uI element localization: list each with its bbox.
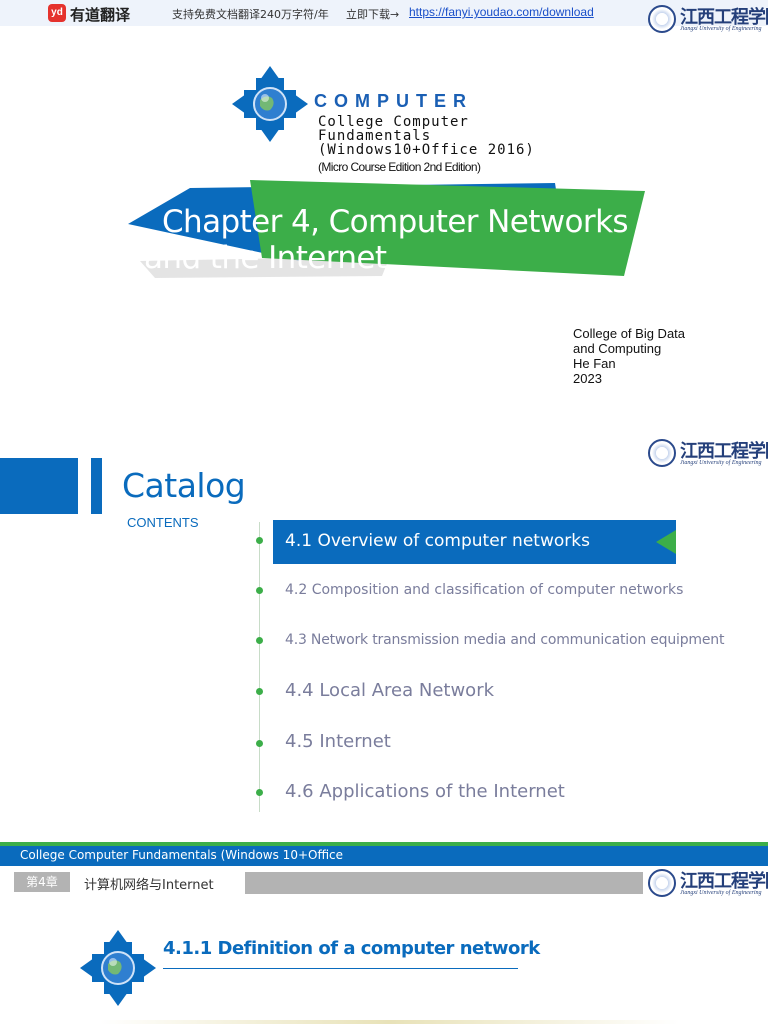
- author-line: He Fan: [573, 356, 616, 371]
- download-text[interactable]: 立即下载→: [346, 8, 400, 21]
- university-name-cn: 江西工程学院: [680, 871, 768, 892]
- chapter-title-line2: and the Internet: [144, 240, 387, 276]
- toc-bullet-icon: [256, 789, 263, 796]
- title-banner-graphic: [128, 180, 645, 278]
- university-name-cn: 江西工程学院: [680, 441, 768, 462]
- section-title: 4.1.1 Definition of a computer network: [163, 938, 540, 959]
- edition-label: (Micro Course Edition 2nd Edition): [318, 160, 481, 174]
- slide3-header-text: College Computer Fundamentals (Windows 1…: [20, 848, 344, 862]
- university-name-en: Jiangxi University of Engineering: [680, 460, 762, 466]
- toc-item-4-4[interactable]: 4.4 Local Area Network: [285, 680, 495, 701]
- book-subtitle-line: (Windows10+Office 2016): [318, 142, 535, 158]
- university-logo: 江西工程学院 Jiangxi University of Engineering: [648, 436, 768, 472]
- university-name-cn: 江西工程学院: [680, 7, 768, 28]
- toc-bullet-icon: [256, 740, 263, 747]
- toc-item-4-3[interactable]: 4.3 Network transmission media and commu…: [285, 632, 725, 648]
- author-line: College of Big Data: [573, 326, 686, 341]
- toc-item-4-1[interactable]: 4.1 Overview of computer networks: [285, 531, 590, 551]
- catalog-title: Catalog: [122, 466, 246, 505]
- computer-label: COMPUTER: [314, 91, 473, 111]
- book-subtitle: College Computer Fundamentals (Windows10…: [318, 115, 535, 157]
- toc-item-4-5[interactable]: 4.5 Internet: [285, 731, 391, 752]
- promo-text: 支持免费文档翻译240万字符/年: [172, 8, 329, 21]
- toc-bullet-icon: [256, 587, 263, 594]
- toc-active-arrow-icon: [656, 530, 676, 554]
- author-line: 2023: [573, 371, 602, 386]
- author-block: College of Big Data and Computing He Fan…: [573, 326, 685, 386]
- banner-shadow: [140, 256, 390, 278]
- section-title-underline: [163, 968, 518, 969]
- university-name-en: Jiangxi University of Engineering: [680, 890, 762, 896]
- university-seal-icon: [648, 5, 676, 33]
- chapter-title-line1: Chapter 4, Computer Networks: [162, 204, 629, 240]
- slide3-green-strip: [0, 842, 768, 846]
- university-name-en: Jiangxi University of Engineering: [680, 26, 762, 32]
- author-line: and Computing: [573, 341, 662, 356]
- university-seal-icon: [648, 869, 676, 897]
- catalog-blue-bar: [91, 458, 102, 514]
- banner-green-shape: [250, 180, 645, 276]
- book-subtitle-line: Fundamentals: [318, 128, 432, 144]
- chapter-gray-bar: [245, 872, 643, 894]
- youdao-logo-icon[interactable]: yd: [48, 4, 66, 22]
- university-logo: 江西工程学院 Jiangxi University of Engineering: [648, 866, 768, 902]
- compass-globe-icon: [80, 930, 156, 1006]
- toc-bullet-icon: [256, 637, 263, 644]
- toc-bullet-icon: [256, 537, 263, 544]
- book-subtitle-line: College Computer: [318, 114, 469, 130]
- download-link[interactable]: https://fanyi.youdao.com/download: [409, 5, 594, 19]
- youdao-brand-name[interactable]: 有道翻译: [70, 6, 131, 24]
- toc-item-4-2[interactable]: 4.2 Composition and classification of co…: [285, 582, 684, 598]
- catalog-subtitle: CONTENTS: [127, 515, 199, 530]
- youdao-top-bar: [0, 0, 768, 26]
- catalog-blue-block: [0, 458, 78, 514]
- toc-bullet-icon: [256, 688, 263, 695]
- compass-globe-icon: [232, 66, 308, 142]
- chapter-tag: 第4章: [14, 872, 70, 892]
- toc-active-highlight: [273, 520, 676, 564]
- toc-item-4-6[interactable]: 4.6 Applications of the Internet: [285, 781, 565, 802]
- chapter-name: 计算机网络与Internet: [84, 878, 214, 893]
- toc-timeline-line: [259, 522, 260, 812]
- university-seal-icon: [648, 439, 676, 467]
- slide3-blue-header: [0, 846, 768, 866]
- university-logo: 江西工程学院 Jiangxi University of Engineering: [648, 2, 768, 38]
- bottom-highlight-strip: [100, 1020, 680, 1024]
